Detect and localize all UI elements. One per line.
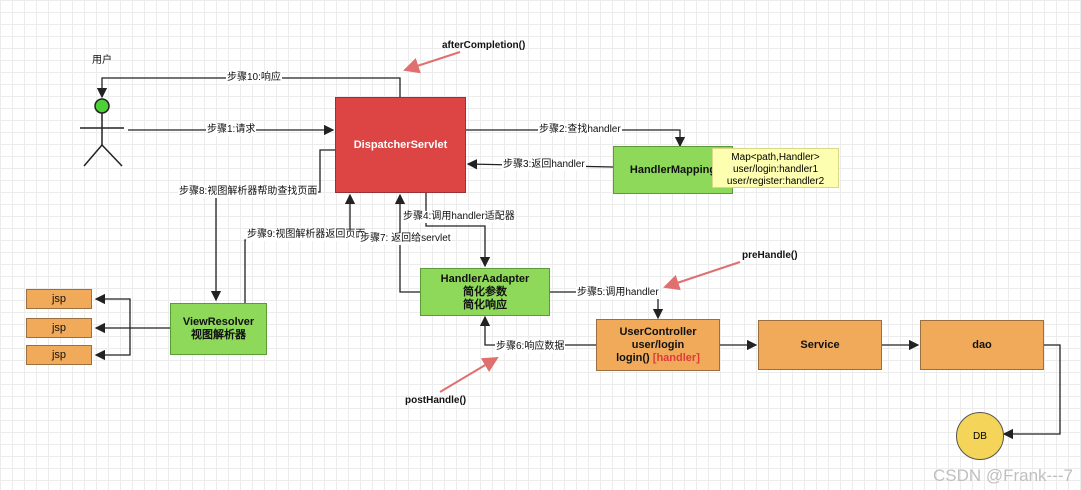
step7-label: 步骤7: 返回给servlet — [359, 233, 452, 245]
step2-label: 步骤2:查找handler — [538, 124, 622, 136]
user-controller-label: UserController — [619, 325, 697, 338]
db-label: DB — [973, 430, 987, 442]
db-node[interactable]: DB — [956, 412, 1004, 460]
user-controller-method: login() [handler] — [616, 352, 700, 365]
handler-adapter-node[interactable]: HandlerAadapter 简化参数 简化响应 — [420, 268, 550, 316]
user-stick-figure — [80, 98, 124, 167]
dao-label: dao — [972, 338, 992, 351]
after-completion-hook: afterCompletion() — [442, 40, 526, 51]
login-method-label: login() — [616, 351, 650, 364]
mapping-note-line: user/register:handler2 — [726, 176, 825, 187]
step6-label: 步骤6:响应数据 — [495, 341, 566, 353]
dao-node[interactable]: dao — [920, 320, 1044, 370]
post-handle-hook: postHandle() — [405, 395, 467, 406]
handler-mapping-label: HandlerMapping — [629, 163, 717, 176]
step10-label: 步骤10:响应 — [226, 72, 282, 84]
step9-label: 步骤9:视图解析器返回页面 — [246, 229, 367, 241]
step4-label: 步骤4:调用handler适配器 — [402, 211, 516, 223]
jsp-node[interactable]: jsp — [26, 345, 92, 365]
step1-label: 步骤1:请求 — [206, 124, 257, 136]
mapping-note-line: user/login:handler1 — [732, 164, 819, 175]
pre-handle-hook: preHandle() — [742, 250, 798, 261]
service-node[interactable]: Service — [758, 320, 882, 370]
step8-label: 步骤8:视图解析器帮助查找页面 — [178, 186, 319, 198]
view-resolver-node[interactable]: ViewResolver 视图解析器 — [170, 303, 267, 355]
mapping-note: Map<path,Handler> user/login:handler1 us… — [712, 148, 839, 188]
step3-label: 步骤3:返回handler — [502, 159, 586, 171]
handler-tag: [handler] — [652, 351, 700, 364]
step5-label: 步骤5:调用handler — [576, 287, 660, 299]
mapping-note-line: Map<path,Handler> — [731, 152, 820, 163]
view-resolver-label: ViewResolver — [182, 316, 255, 328]
jsp-label: jsp — [51, 348, 67, 361]
watermark: CSDN @Frank---7 — [932, 466, 1073, 485]
handler-adapter-sub2: 简化响应 — [463, 298, 507, 311]
handler-adapter-sub1: 简化参数 — [463, 285, 507, 298]
handler-adapter-label: HandlerAadapter — [440, 272, 530, 285]
user-controller-path: user/login — [631, 338, 685, 351]
jsp-label: jsp — [51, 321, 67, 334]
jsp-label: jsp — [51, 292, 67, 305]
view-resolver-sub: 视图解析器 — [191, 329, 246, 341]
jsp-node[interactable]: jsp — [26, 289, 92, 309]
dispatcher-servlet-label: DispatcherServlet — [353, 138, 448, 151]
service-label: Service — [800, 338, 840, 351]
actor-label: 用户 — [92, 55, 112, 66]
dispatcher-servlet-node[interactable]: DispatcherServlet — [335, 97, 466, 193]
user-controller-node[interactable]: UserController user/login login() [handl… — [596, 319, 720, 371]
jsp-node[interactable]: jsp — [26, 318, 92, 338]
